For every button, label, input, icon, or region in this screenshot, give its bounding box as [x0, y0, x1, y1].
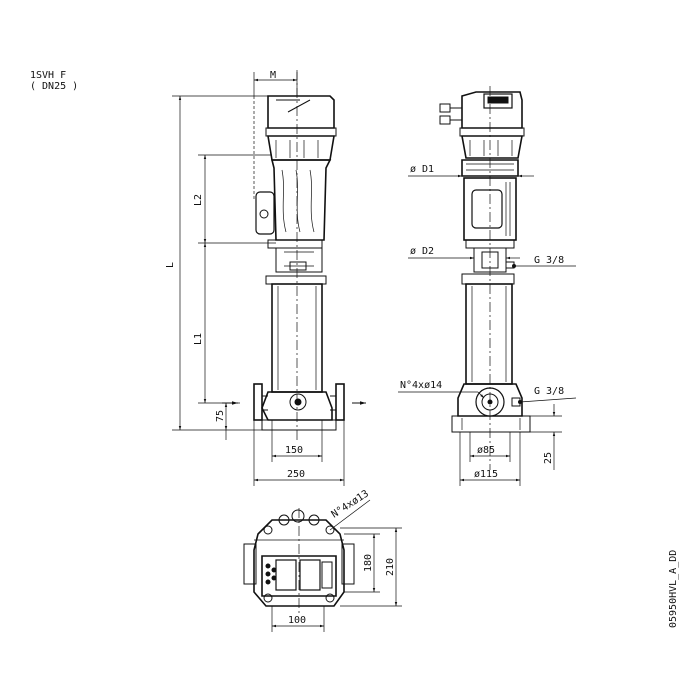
controller-head	[439, 91, 525, 159]
dim-75-label: 75	[215, 410, 226, 422]
dim-l2-label: L2	[193, 194, 204, 206]
dim-d2-label: ø D2	[410, 246, 434, 257]
side-view: M L L2 L1 75 150 250	[165, 70, 366, 486]
outlet-flange	[335, 383, 345, 421]
dim-180-label: 180	[363, 554, 374, 572]
pump-base-front	[451, 383, 531, 433]
top-view: N°4xø13 180 210 100	[243, 488, 402, 632]
display-top	[275, 559, 297, 591]
dim-150-label: 150	[285, 445, 303, 456]
holes-front-label: N°4xø14	[400, 380, 442, 391]
dim-115-label: ø115	[474, 469, 498, 480]
dim-210-label: 210	[385, 558, 396, 576]
dim-l1-label: L1	[193, 333, 204, 345]
terminal-box	[255, 191, 275, 235]
g38-bottom-label: G 3/8	[534, 386, 564, 397]
motor-head	[265, 95, 337, 161]
bolt-icon	[259, 209, 269, 219]
front-view: ø D1 ø D2 G 3/8 N°4xø14 G 3/8 25 ø85	[398, 86, 577, 486]
drawing-code: 05950HVL_A_DD	[668, 550, 679, 628]
dim-25-label: 25	[543, 452, 554, 464]
outlet-flange-top	[341, 543, 355, 585]
g38-top-label: G 3/8	[534, 255, 564, 266]
dim-m-label: M	[270, 70, 276, 81]
drain-plug-icon	[289, 393, 307, 411]
connection-size: ( DN25 )	[30, 81, 78, 92]
dim-250-label: 250	[287, 469, 305, 480]
inlet-flange-top	[243, 543, 257, 585]
pump-sleeve-front	[465, 283, 513, 385]
inlet-flange	[253, 383, 263, 421]
pump-base	[253, 383, 345, 431]
motor-body	[255, 159, 332, 249]
dim-85-label: ø85	[477, 445, 495, 456]
dim-100-label: 100	[288, 615, 306, 626]
dim-d1-label: ø D1	[410, 164, 434, 175]
coupling	[265, 247, 327, 285]
coupling-front	[461, 247, 515, 285]
holes-top-label: N°4xø13	[330, 488, 371, 520]
dim-l-label: L	[165, 262, 176, 268]
model-title: 1SVH F	[30, 70, 66, 81]
